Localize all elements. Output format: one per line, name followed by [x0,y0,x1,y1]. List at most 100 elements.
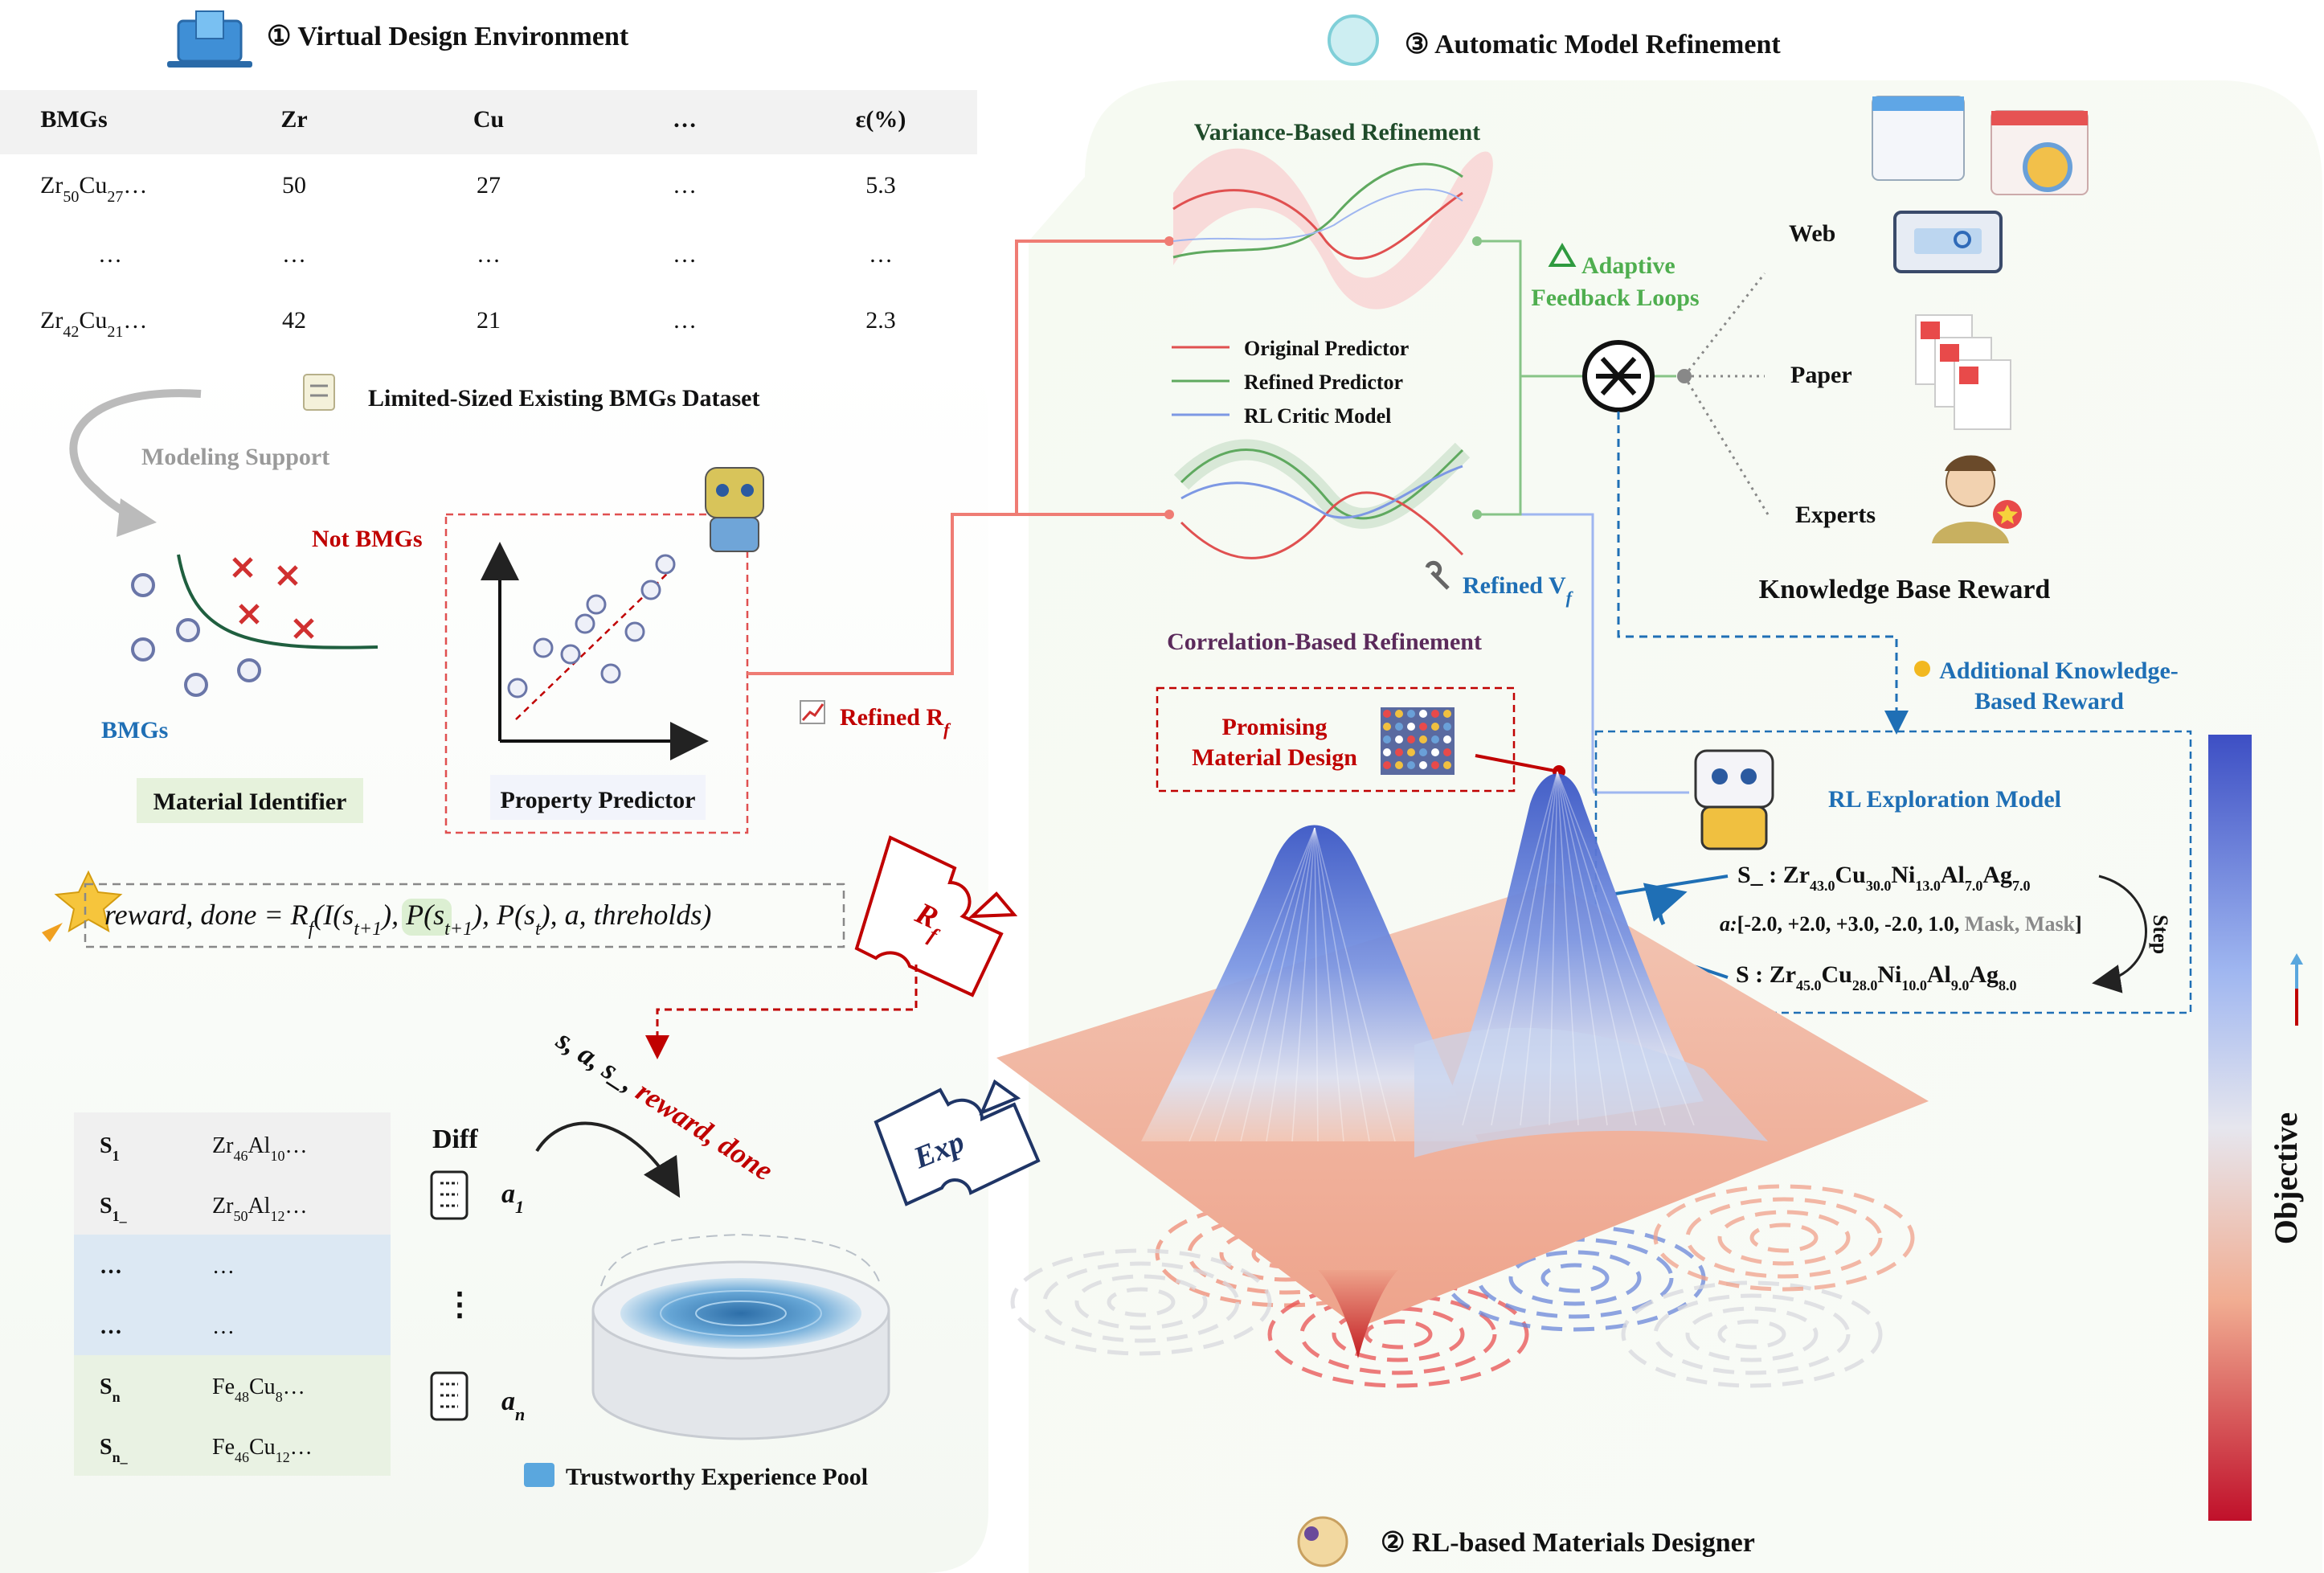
rf-puzzle-piece: Rf [854,835,1018,997]
dataset-cell: 42 [282,307,306,334]
dataset-cell: 27 [477,172,501,199]
svg-text:Not BMGs: Not BMGs [312,526,423,552]
prediction-point [640,580,661,600]
colorbar: Objective [2208,735,2304,1521]
experience-formula: Zr46Al10… [212,1133,307,1164]
dataset-cell: … [98,241,122,268]
dataset-header: Zr [280,106,307,133]
prediction-point [560,644,581,665]
bmg-point [176,618,200,642]
decision-boundary [177,554,378,649]
wrench-icon [1425,560,1450,590]
refined-rf-label: Refined Rf [800,700,951,739]
svg-text:Step: Step [2149,915,2172,954]
additional-reward-label: Additional Knowledge- Based Reward [1914,657,2179,715]
refined-vf-label: Refined Vf [1425,560,1574,608]
feedback-label: Adaptive Feedback Loops [1531,243,1700,311]
dataset-cell: Zr50Cu27… [40,172,147,206]
objective-landscape [996,771,1929,1388]
dataset-header: Cu [473,106,504,133]
svg-text:Material Identifier: Material Identifier [153,789,347,815]
pool-arrow [535,1121,681,1198]
bmg-point [237,658,261,682]
legend-label: RL Critic Model [1244,404,1391,428]
bmg-point [131,573,155,597]
rl-state: S_ : Zr43.0Cu30.0Ni13.0Al7.0Ag7.0 [1737,862,2031,894]
experience-formula: … [212,1314,235,1339]
svg-text:Additional Knowledge-: Additional Knowledge- [1939,657,2179,684]
pool-icon [524,1463,554,1487]
svg-text:Property Predictor: Property Predictor [501,787,696,813]
svg-text:Trustworthy Experience Pool: Trustworthy Experience Pool [566,1464,868,1490]
dataset-header: ε(%) [856,106,906,133]
update-arrow [1643,883,1688,926]
non-bmg-point [277,565,298,586]
promising-design: Promising Material Design [1156,686,1565,793]
legend-label: Original Predictor [1244,337,1409,360]
dataset-cell: … [869,241,893,268]
svg-text:Modeling Support: Modeling Support [141,444,329,470]
experience-state: … [100,1254,122,1279]
brain-icon [1297,1516,1348,1567]
experience-state: S1 [100,1133,120,1164]
prediction-point [586,594,607,615]
correlation-title: Correlation-Based Refinement [1167,629,1482,655]
svg-text:BMGs: BMGs [101,717,168,743]
prediction-point [655,554,676,575]
svg-text:Objective: Objective [2268,1112,2304,1244]
experience-formula: Fe46Cu12… [212,1435,313,1465]
material-identifier: Modeling Support Not BMGs BMGs Material … [69,389,423,823]
svg-text:② RL-based Materials Designer: ② RL-based Materials Designer [1381,1528,1755,1558]
experience-state: Sn_ [100,1435,129,1465]
svg-text:⋮: ⋮ [444,1286,476,1322]
correlation-plot [1173,439,1471,559]
vf-connector [1477,513,1689,794]
prediction-point [533,637,554,658]
section-designer-title: ② RL-based Materials Designer [1297,1516,1755,1567]
svg-text:RL Exploration Model: RL Exploration Model [1828,786,2061,813]
experience-pool: Trustworthy Experience Pool [524,1233,890,1490]
additional-reward-connector [1617,412,1909,735]
dataset-cell: 50 [282,172,306,199]
experience-formula: Zr50Al12… [212,1194,307,1224]
exp-puzzle-piece: Exp [874,1079,1041,1206]
robot-icon [705,467,764,552]
svg-text:Web: Web [1789,220,1835,247]
svg-text:an: an [501,1387,525,1424]
svg-text:a1: a1 [501,1179,524,1217]
medal-icon [1914,661,1930,677]
svg-text:Limited-Sized Existing BMGs Da: Limited-Sized Existing BMGs Dataset [368,385,760,412]
svg-text:Material Design: Material Design [1192,744,1357,771]
dataset-cell: … [673,241,697,268]
dataset-cell: Zr42Cu21… [40,307,147,341]
knowledge-sources: Web Paper Experts Knowledge Base Reward [1677,96,2089,604]
variance-title: Variance-Based Refinement [1194,119,1480,145]
prediction-point [575,613,595,634]
dataset-cell: … [673,172,697,199]
svg-text:Paper: Paper [1790,362,1852,388]
svg-text:Feedback Loops: Feedback Loops [1531,285,1699,311]
non-bmg-point [232,557,253,578]
prediction-point [600,663,621,684]
bmg-point [184,673,208,697]
document-icon [303,374,335,411]
experience-formula: … [212,1254,235,1279]
svg-text:Adaptive: Adaptive [1581,252,1675,279]
star-icon [54,870,123,933]
dataset-cell: … [477,241,501,268]
diff-column: Diff a1 ⋮ an [430,1124,525,1424]
rl-state: S : Zr45.0Cu28.0Ni10.0Al9.0Ag8.0 [1736,961,2017,993]
refine-icon [1328,14,1379,66]
dataset-caption: Limited-Sized Existing BMGs Dataset [303,374,760,412]
svg-text:reward, done = Rf(I(st+1), P(s: reward, done = Rf(I(st+1), P(st+1), P(st… [104,899,711,940]
svg-text:Diff: Diff [432,1124,478,1154]
section-refine-title: ③ Automatic Model Refinement [1328,14,1781,66]
svg-text:③ Automatic Model Refinement: ③ Automatic Model Refinement [1405,30,1781,59]
svg-text:Knowledge Base Reward: Knowledge Base Reward [1759,575,2051,604]
svg-text:Refined Vf: Refined Vf [1463,572,1574,608]
variance-plot [1172,148,1493,309]
experience-state: S1_ [100,1194,128,1224]
